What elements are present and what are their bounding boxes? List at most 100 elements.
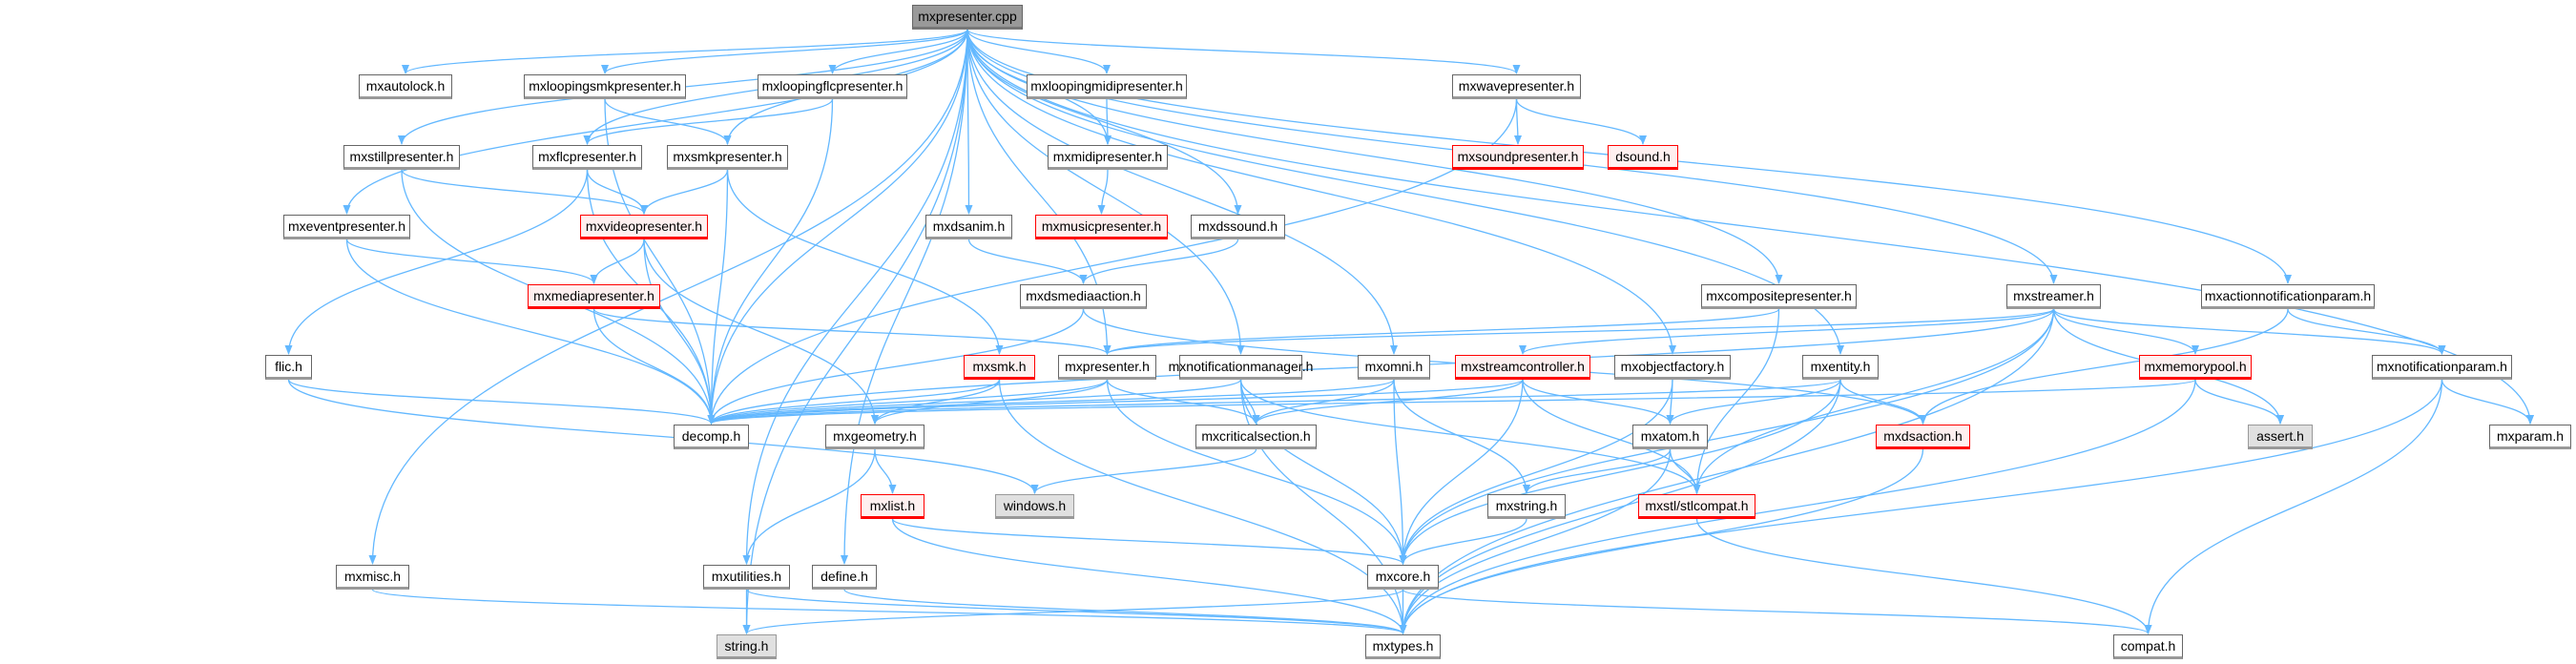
edge-root-to-utilities <box>742 29 968 565</box>
edge-notifmgr-to-types <box>1239 379 1407 634</box>
edge-actnotif-to-notifparam <box>2287 308 2446 355</box>
edge-smkp-to-smk <box>726 169 1004 355</box>
edge-flic-to-windows <box>287 379 1039 494</box>
node-music[interactable]: mxmusicpresenter.h <box>1035 215 1168 239</box>
edge-entity-to-decomp <box>707 379 1841 425</box>
node-critsec[interactable]: mxcriticalsection.h <box>1195 425 1317 449</box>
edge-event-to-decomp <box>345 239 716 425</box>
edge-mempool-to-decomp <box>708 379 2196 425</box>
edge-core-to-stringh <box>742 589 1404 634</box>
edge-root-to-misc <box>368 29 968 565</box>
edge-root-to-loopmidi <box>966 29 1111 74</box>
edge-omni-to-core <box>1393 379 1407 565</box>
edge-streamctl-to-core <box>1399 379 1524 565</box>
edge-media-to-presenter <box>592 308 1111 355</box>
node-dsanim[interactable]: mxdsanim.h <box>925 215 1012 239</box>
edge-root-to-wave <box>966 29 1521 74</box>
edge-notifparam-to-compat <box>2144 379 2443 634</box>
edge-streamctl-to-decomp <box>707 379 1524 425</box>
node-omni[interactable]: mxomni.h <box>1358 355 1430 380</box>
edge-list-to-core <box>891 518 1407 565</box>
node-loopmidi[interactable]: mxloopingmidipresenter.h <box>1027 74 1187 99</box>
edge-atom-to-stlcompat <box>1669 448 1701 494</box>
node-objfactory[interactable]: mxobjectfactory.h <box>1614 355 1731 380</box>
node-media[interactable]: mxmediapresenter.h <box>528 284 660 309</box>
edge-smkp-to-decomp <box>707 169 729 425</box>
edge-flic-to-decomp <box>287 379 716 425</box>
edge-critsec-to-windows <box>1030 448 1257 494</box>
node-list[interactable]: mxlist.h <box>861 494 924 519</box>
edge-composite-to-presenter <box>1103 308 1780 355</box>
edge-notifmgr-to-decomp <box>707 379 1242 425</box>
edge-root-to-decomp <box>707 29 968 425</box>
node-misc[interactable]: mxmisc.h <box>336 565 409 590</box>
edge-presenter-to-critsec <box>1106 379 1260 425</box>
edge-smk-to-decomp <box>707 379 1001 425</box>
edge-presenter-to-geometry <box>871 379 1109 425</box>
node-dsaction[interactable]: mxdsaction.h <box>1876 425 1970 449</box>
edge-event-to-media <box>345 239 598 284</box>
edge-root-to-param <box>966 29 2534 425</box>
node-string[interactable]: mxstring.h <box>1487 494 1566 519</box>
node-entity[interactable]: mxentity.h <box>1802 355 1879 380</box>
edge-streamctl-to-atom <box>1522 379 1674 425</box>
node-assert[interactable]: assert.h <box>2248 425 2313 449</box>
node-compat[interactable]: compat.h <box>2113 634 2183 659</box>
node-core[interactable]: mxcore.h <box>1367 565 1439 590</box>
node-notifparam[interactable]: mxnotificationparam.h <box>2372 355 2512 380</box>
edge-atom-to-string <box>1523 448 1672 494</box>
node-notifmgr[interactable]: mxnotificationmanager.h <box>1169 355 1313 380</box>
node-streamer[interactable]: mxstreamer.h <box>2006 284 2101 309</box>
node-stlcompat[interactable]: mxstl/stlcompat.h <box>1638 494 1755 519</box>
edge-presenter-to-core <box>1106 379 1407 565</box>
edge-loopflc-to-flcp <box>583 98 834 145</box>
node-autolock[interactable]: mxautolock.h <box>359 74 452 99</box>
node-presenter[interactable]: mxpresenter.h <box>1058 355 1156 380</box>
edge-dsaction-to-types <box>1399 448 1924 634</box>
edge-still-to-video <box>401 169 648 215</box>
edge-media-to-decomp <box>592 308 716 425</box>
node-dsound[interactable]: dsound.h <box>1608 145 1678 170</box>
edge-smk-to-geometry <box>871 379 1001 425</box>
edge-root-to-objfactory <box>966 29 1676 355</box>
node-stringh[interactable]: string.h <box>717 634 777 659</box>
node-event[interactable]: mxeventpresenter.h <box>283 215 410 239</box>
node-wave[interactable]: mxwavepresenter.h <box>1452 74 1581 99</box>
node-flic[interactable]: flic.h <box>265 355 312 380</box>
node-still[interactable]: mxstillpresenter.h <box>343 145 460 170</box>
edge-atom-to-types <box>1399 448 1672 634</box>
node-dsmedia[interactable]: mxdsmediaaction.h <box>1020 284 1147 309</box>
node-soundp[interactable]: mxsoundpresenter.h <box>1452 145 1584 170</box>
edge-objfactory-to-core <box>1399 379 1673 565</box>
edge-streamer-to-notifparam <box>2052 308 2446 355</box>
node-video[interactable]: mxvideopresenter.h <box>580 215 708 239</box>
node-smkp[interactable]: mxsmkpresenter.h <box>667 145 788 170</box>
node-streamctl[interactable]: mxstreamcontroller.h <box>1455 355 1590 380</box>
node-actnotif[interactable]: mxactionnotificationparam.h <box>2201 284 2375 309</box>
node-types[interactable]: mxtypes.h <box>1365 634 1441 659</box>
node-param[interactable]: mxparam.h <box>2489 425 2571 449</box>
node-mempool[interactable]: mxmemorypool.h <box>2139 355 2252 380</box>
node-atom[interactable]: mxatom.h <box>1632 425 1708 449</box>
node-flcp[interactable]: mxflcpresenter.h <box>532 145 642 170</box>
node-windows[interactable]: windows.h <box>995 494 1074 519</box>
edge-actnotif-to-dsaction <box>1919 308 2289 425</box>
node-decomp[interactable]: decomp.h <box>674 425 749 449</box>
edge-video-to-media <box>590 239 645 284</box>
node-loopsmk[interactable]: mxloopingsmkpresenter.h <box>524 74 686 99</box>
node-utilities[interactable]: mxutilities.h <box>703 565 790 590</box>
edge-geometry-to-list <box>874 448 897 494</box>
node-smk[interactable]: mxsmk.h <box>964 355 1035 380</box>
node-composite[interactable]: mxcompositepresenter.h <box>1701 284 1857 309</box>
node-define[interactable]: define.h <box>812 565 877 590</box>
node-root[interactable]: mxpresenter.cpp <box>912 5 1023 30</box>
node-midi[interactable]: mxmidipresenter.h <box>1048 145 1168 170</box>
edge-root-to-autolock <box>402 29 968 74</box>
edge-loopsmk-to-smkp <box>604 98 732 145</box>
node-geometry[interactable]: mxgeometry.h <box>825 425 924 449</box>
node-loopflc[interactable]: mxloopingflcpresenter.h <box>758 74 907 99</box>
node-dssound[interactable]: mxdssound.h <box>1191 215 1285 239</box>
edge-entity-to-core <box>1399 379 1841 565</box>
edge-mempool-to-assert <box>2194 379 2284 425</box>
edge-define-to-types <box>843 589 1407 634</box>
